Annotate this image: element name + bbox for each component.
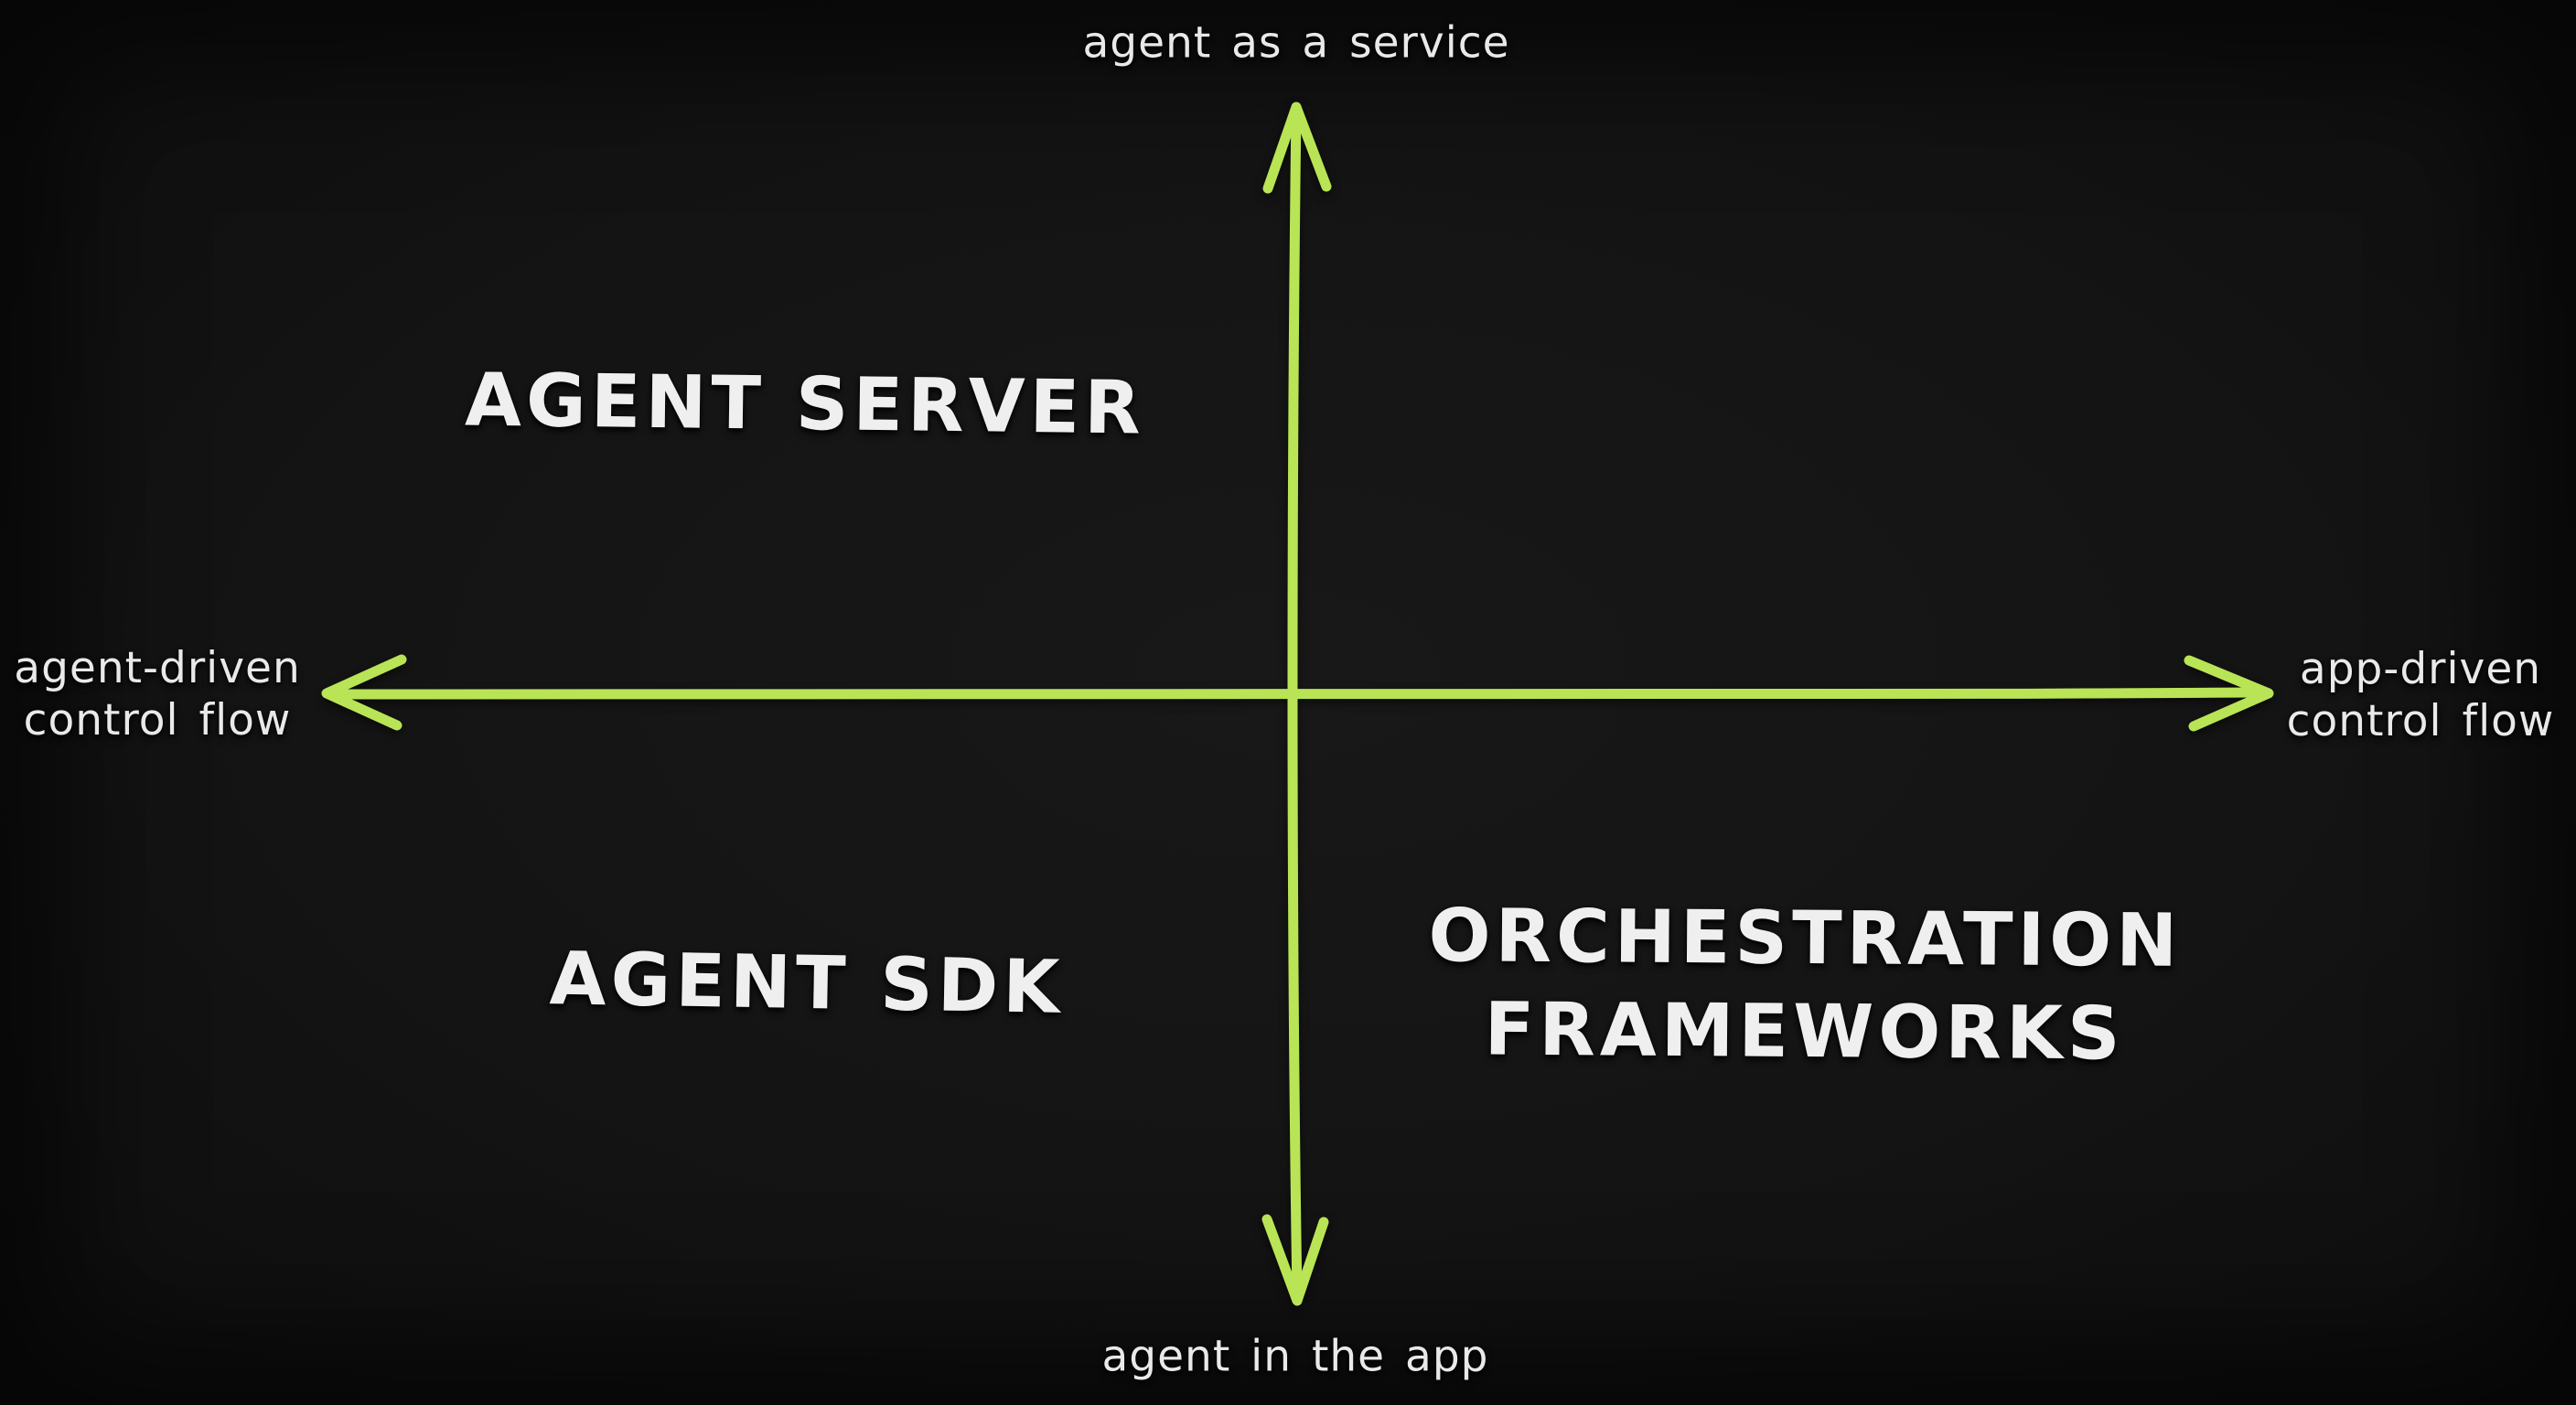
- horizontal-axis-line: [324, 687, 2263, 700]
- arrow-up-icon: [1262, 102, 1332, 194]
- vertical-axis-line: [1287, 104, 1303, 1303]
- quadrant-label-bottom-right: ORCHESTRATION FRAMEWORKS: [1427, 889, 2182, 1081]
- axis-label-bottom: agent in the app: [1101, 1331, 1489, 1382]
- arrow-left-icon: [321, 654, 407, 731]
- arrow-down-icon: [1261, 1214, 1329, 1306]
- axis-label-right-line2: control flow: [2286, 696, 2555, 746]
- axis-label-left-line1: agent-driven: [14, 643, 301, 693]
- axis-label-left: agent-driven control flow: [14, 642, 300, 746]
- axis-label-left-line2: control flow: [23, 695, 292, 745]
- quadrant-label-bottom-right-line1: ORCHESTRATION: [1428, 893, 2183, 983]
- axis-label-top: agent as a service: [1082, 17, 1510, 69]
- axis-label-right-line1: app-driven: [2299, 644, 2542, 694]
- quadrant-label-bottom-right-line2: FRAMEWORKS: [1484, 986, 2125, 1077]
- axes-strokes: [321, 102, 2274, 1306]
- quadrant-label-bottom-left: AGENT SDK: [548, 936, 1066, 1030]
- arrow-right-icon: [2184, 655, 2274, 732]
- quadrant-label-top-left: AGENT SERVER: [464, 357, 1146, 451]
- axis-label-right: app-driven control flow: [2287, 643, 2555, 747]
